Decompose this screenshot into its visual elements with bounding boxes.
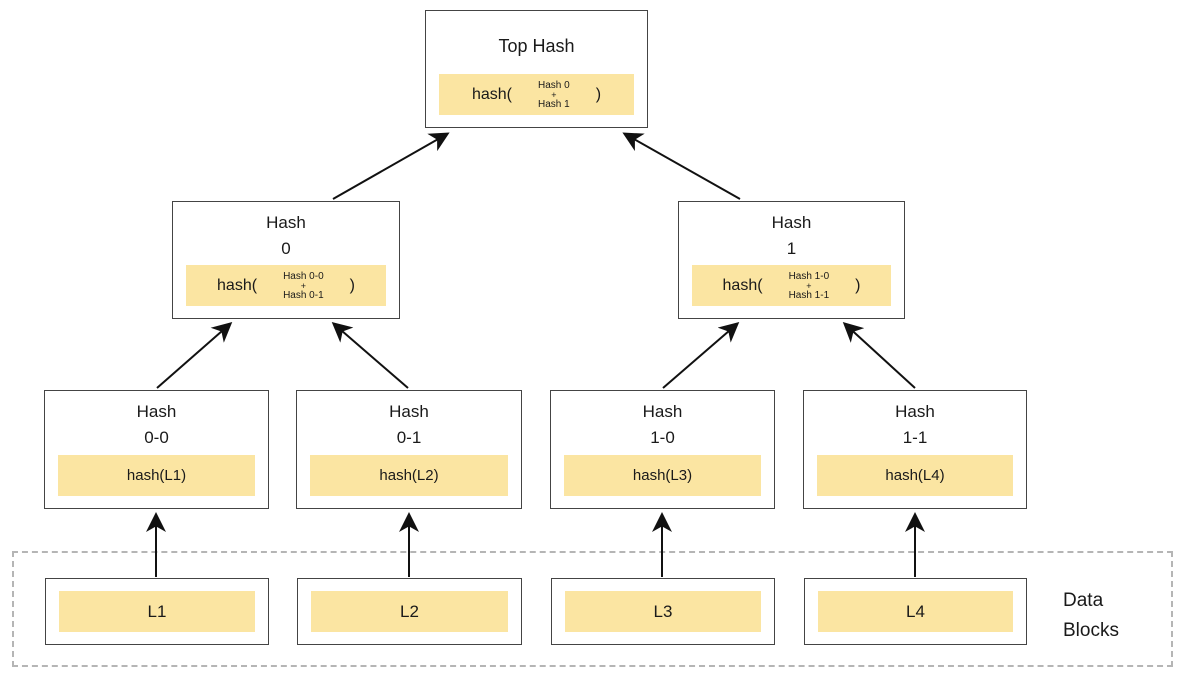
data-blocks-label-line2: Blocks: [1063, 620, 1119, 641]
hash-fn-prefix: hash(: [471, 85, 512, 103]
arrow-hash01-to-hash0: [331, 322, 409, 389]
data-blocks-label: Data Blocks: [1063, 586, 1119, 646]
hash-operand-2: Hash 0-1: [283, 289, 324, 301]
node-title-line2: 1-1: [902, 428, 928, 447]
node-hash-1-1-expression: hash(L4): [817, 455, 1013, 496]
arrow-hash10-to-hash1: [662, 322, 740, 389]
node-title-line2: 0-1: [396, 428, 422, 447]
node-hash-1-1-title: Hash 1-1: [895, 391, 935, 451]
arrow-hash1-to-top: [622, 132, 741, 200]
hash-operand-1: Hash 1-0: [788, 270, 830, 282]
node-title-line2: 0: [281, 239, 291, 258]
hash-operands: Hash 0 + Hash 1: [538, 80, 570, 110]
arrow-hash0-to-top: [332, 132, 450, 200]
hash-operands: Hash 0-0 + Hash 0-1: [283, 271, 324, 301]
arrow-hash11-to-hash1: [842, 321, 916, 389]
hash-operand-2: Hash 1: [538, 98, 570, 110]
node-hash-0-expression: hash( Hash 0-0 + Hash 0-1 ): [186, 265, 386, 306]
data-blocks-region: [12, 551, 1173, 667]
node-hash-1: Hash 1 hash( Hash 1-0 + Hash 1-1 ): [678, 201, 905, 319]
hash-operand-2: Hash 1-1: [788, 289, 830, 301]
node-hash-1-0-expression: hash(L3): [564, 455, 761, 496]
hash-operand-1: Hash 0-0: [283, 270, 324, 282]
data-blocks-label-line1: Data: [1063, 590, 1104, 611]
node-title-line1: Hash: [771, 213, 812, 232]
hash-fn-suffix: ): [349, 276, 355, 294]
node-top-hash-expression: hash( Hash 0 + Hash 1 ): [439, 74, 634, 115]
plus-sign: +: [300, 280, 306, 291]
arrow-hash00-to-hash0: [156, 322, 233, 389]
data-block-l4-label: L4: [818, 591, 1013, 632]
data-block-l4: L4: [804, 578, 1027, 645]
data-block-l2-label: L2: [311, 591, 508, 632]
node-title-line1: Hash: [389, 402, 429, 421]
node-hash-1-0: Hash 1-0 hash(L3): [550, 390, 775, 509]
node-title-line2: 1: [786, 239, 797, 258]
node-hash-0-0-expression: hash(L1): [58, 455, 255, 496]
data-block-l1-label: L1: [59, 591, 255, 632]
node-top-hash-title: Top Hash: [498, 36, 575, 56]
data-block-l2: L2: [297, 578, 522, 645]
data-block-l3-label: L3: [565, 591, 761, 632]
plus-sign: +: [806, 280, 812, 291]
node-hash-1-1: Hash 1-1 hash(L4): [803, 390, 1027, 509]
node-hash-0-1-title: Hash 0-1: [389, 391, 429, 451]
data-block-l1: L1: [45, 578, 269, 645]
node-hash-0-1: Hash 0-1 hash(L2): [296, 390, 522, 509]
hash-operand-1: Hash 0: [538, 79, 570, 91]
node-hash-0-1-expression: hash(L2): [310, 455, 508, 496]
hash-fn-suffix: ): [855, 276, 861, 294]
plus-sign: +: [551, 89, 557, 100]
node-title-line2: 0-0: [144, 428, 169, 447]
hash-fn-prefix: hash(: [217, 276, 258, 294]
data-block-l3: L3: [551, 578, 775, 645]
node-hash-1-0-title: Hash 1-0: [643, 391, 683, 451]
node-hash-0-0: Hash 0-0 hash(L1): [44, 390, 269, 509]
hash-operands: Hash 1-0 + Hash 1-1: [789, 271, 830, 301]
hash-fn-suffix: ): [595, 85, 602, 103]
node-hash-0: Hash 0 hash( Hash 0-0 + Hash 0-1 ): [172, 201, 400, 319]
node-title-line2: 1-0: [650, 428, 675, 447]
node-title-line1: Hash: [136, 402, 177, 421]
node-top-hash: Top Hash hash( Hash 0 + Hash 1 ): [425, 10, 648, 128]
hash-fn-prefix: hash(: [722, 276, 763, 294]
node-title-line1: Hash: [895, 402, 935, 421]
node-title-line1: Hash: [642, 402, 683, 421]
node-title-line1: Hash: [266, 213, 306, 232]
node-hash-0-title: Hash 0: [266, 202, 306, 262]
node-hash-1-expression: hash( Hash 1-0 + Hash 1-1 ): [692, 265, 891, 306]
node-hash-0-0-title: Hash 0-0: [137, 391, 177, 451]
node-hash-1-title: Hash 1: [772, 202, 812, 262]
